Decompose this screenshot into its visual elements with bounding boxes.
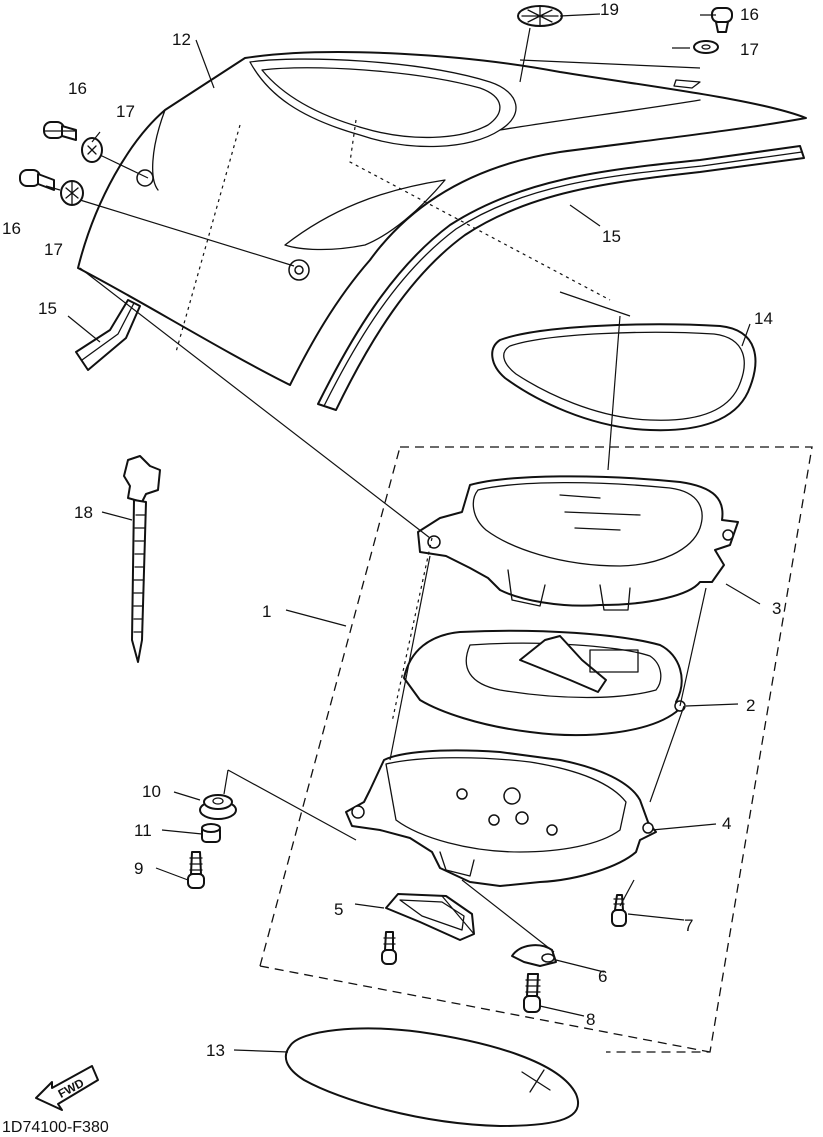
screw-part [19, 169, 55, 191]
callout-4: 4 [722, 814, 731, 833]
meter-case-upper-part [417, 475, 739, 611]
meter-unit-part [403, 629, 686, 737]
callout-14: 14 [754, 309, 773, 328]
cable-tie-part [123, 455, 161, 663]
callout-8: 8 [586, 1010, 595, 1029]
callout-16-top: 16 [740, 5, 759, 24]
grommet-part [517, 5, 563, 27]
forward-arrow-icon: FWD [35, 1065, 99, 1111]
callout-labels: 1 2 3 4 5 6 7 8 9 10 11 12 13 14 15 15 1… [2, 0, 781, 1060]
washer-part [60, 180, 84, 206]
callout-16-upper: 16 [68, 79, 87, 98]
seal-strip-right-part [317, 145, 805, 411]
leader-lines [44, 13, 761, 1053]
seal-strip-left-part [75, 299, 141, 371]
callout-11: 11 [134, 821, 152, 840]
callout-6: 6 [598, 967, 607, 986]
lens-gasket-part [491, 323, 757, 432]
callout-2: 2 [746, 696, 755, 715]
collar-part [201, 823, 221, 843]
decal-sheet-part [284, 1027, 579, 1127]
callout-16-lower: 16 [2, 219, 21, 238]
callout-17-top: 17 [740, 40, 759, 59]
figure-code: 1D74100-F380 [2, 1119, 109, 1136]
callout-15-left: 15 [38, 299, 57, 318]
callout-3: 3 [772, 599, 781, 618]
callout-18: 18 [74, 503, 93, 522]
callout-9: 9 [134, 859, 143, 878]
callout-5: 5 [334, 900, 343, 919]
dotted-guide-lines [175, 119, 611, 723]
callout-17-lower: 17 [44, 240, 63, 259]
callout-12: 12 [172, 30, 191, 49]
screw-part [187, 851, 205, 889]
screw-part [43, 121, 77, 141]
screw-part [381, 931, 397, 965]
screw-part [523, 973, 541, 1013]
screw-part [611, 894, 627, 927]
callout-19: 19 [600, 0, 619, 19]
callout-1: 1 [262, 602, 271, 621]
meter-assembly-boundary [259, 446, 813, 1053]
callout-15-right: 15 [602, 227, 621, 246]
washer-part [693, 40, 719, 54]
callout-10: 10 [142, 782, 161, 801]
clamp-part [511, 944, 557, 967]
callout-13: 13 [206, 1041, 225, 1060]
meter-case-lower-part [345, 749, 657, 887]
screw-part [711, 7, 733, 33]
washer-part [81, 137, 103, 163]
callout-7: 7 [684, 916, 693, 935]
gasket-plate-part [385, 893, 475, 941]
damper-part [199, 794, 237, 820]
callout-17-upper: 17 [116, 102, 135, 121]
